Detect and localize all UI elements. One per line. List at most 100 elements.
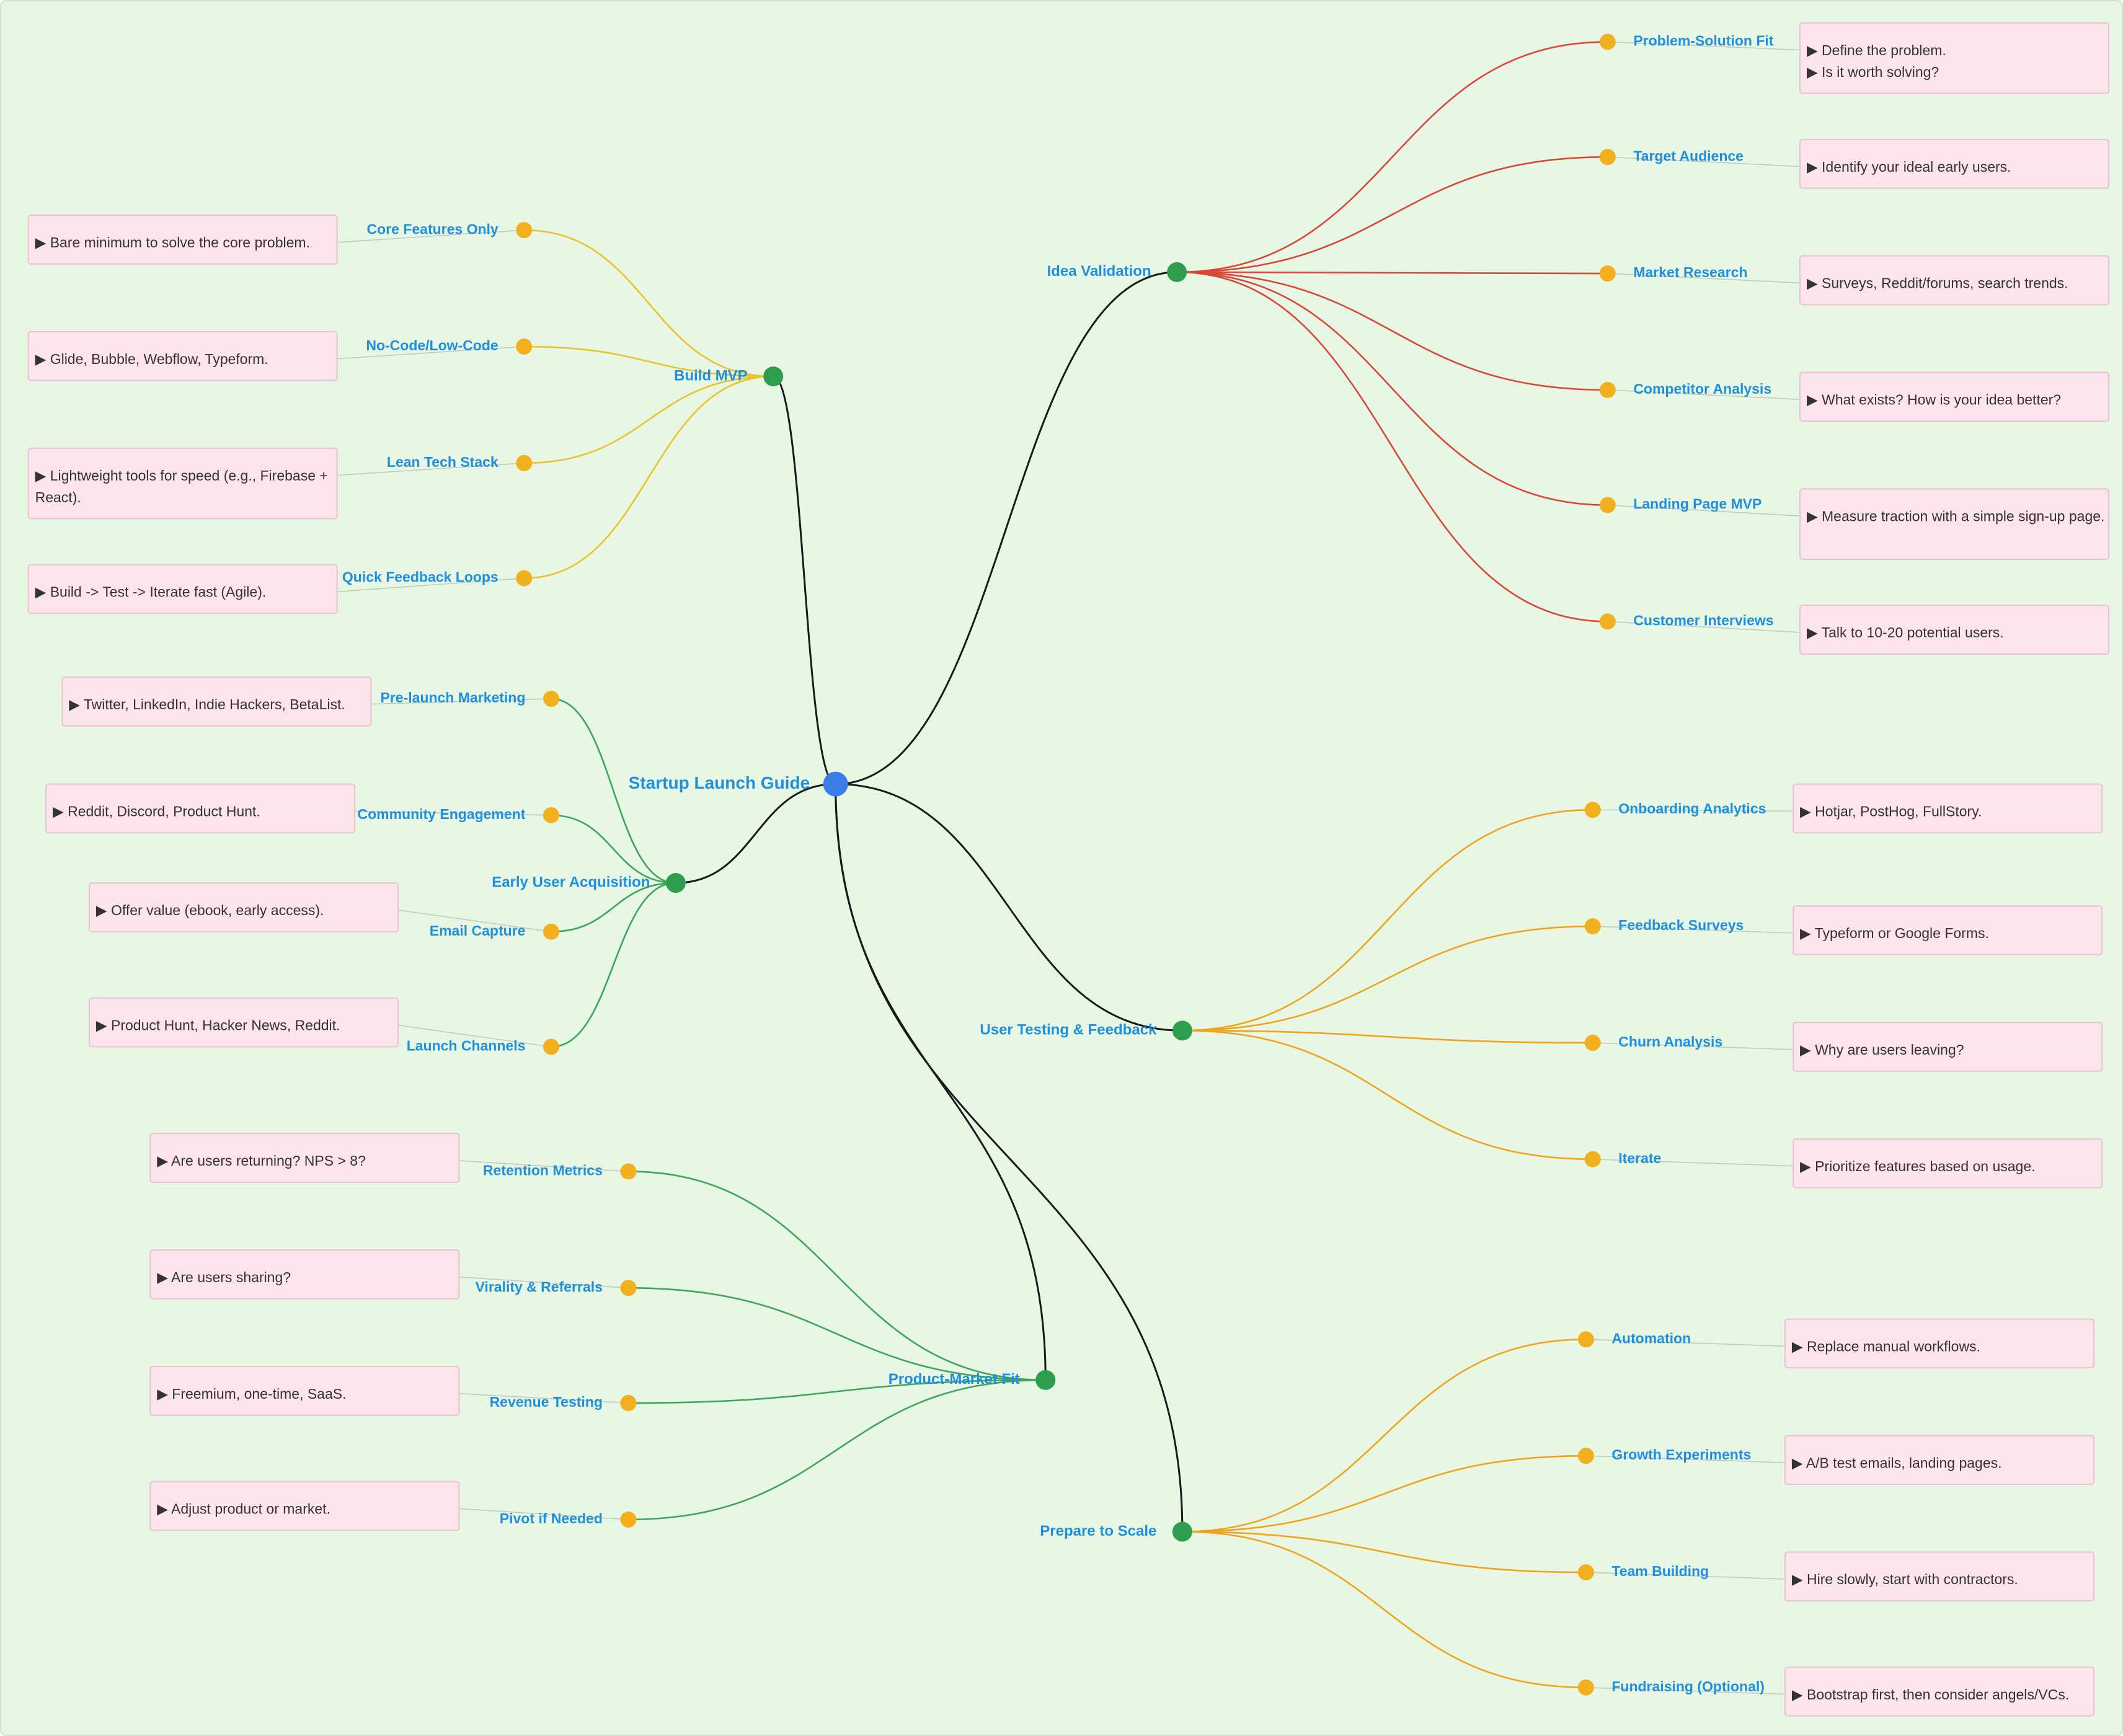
leaf-label-pre-launch-marketing[interactable]: Pre-launch Marketing xyxy=(381,689,526,706)
note-box-feedback-surveys xyxy=(1793,905,2103,955)
note-text-competitor-analysis: ▶ What exists? How is your idea better? xyxy=(1807,392,2061,408)
note-box-pre-launch-marketing xyxy=(61,676,372,727)
leaf-node-community-engagement[interactable] xyxy=(543,807,559,823)
branch-label-idea-validation[interactable]: Idea Validation xyxy=(1047,263,1151,280)
leaf-label-target-audience[interactable]: Target Audience xyxy=(1633,148,1744,164)
leaf-node-competitor-analysis[interactable] xyxy=(1599,381,1616,398)
note-box-revenue-testing xyxy=(149,1365,460,1416)
branch-node-build-mvp[interactable] xyxy=(763,366,784,387)
note-box-competitor-analysis xyxy=(1799,371,2110,422)
note-text-pre-launch-marketing: ▶ Twitter, LinkedIn, Indie Hackers, Beta… xyxy=(69,696,345,712)
leaf-label-email-capture[interactable]: Email Capture xyxy=(430,923,526,939)
note-text-fundraising-optional: ▶ Bootstrap first, then consider angels/… xyxy=(1792,1686,2069,1703)
note-box-fundraising-optional xyxy=(1784,1666,2095,1717)
note-text-feedback-surveys: ▶ Typeform or Google Forms. xyxy=(1800,925,1989,941)
branch-edge-competitor-analysis xyxy=(1177,271,1608,391)
leaf-node-growth-experiments[interactable] xyxy=(1577,1448,1594,1464)
leaf-label-quick-feedback-loops[interactable]: Quick Feedback Loops xyxy=(342,569,499,585)
branch-label-early-user-acquisition[interactable]: Early User Acquisition xyxy=(492,874,650,890)
leaf-label-automation[interactable]: Automation xyxy=(1611,1330,1691,1346)
leaf-label-problem-solution-fit[interactable]: Problem-Solution Fit xyxy=(1633,33,1773,49)
branch-edge-lean-tech-stack xyxy=(524,375,774,464)
leaf-node-landing-page-mvp[interactable] xyxy=(1599,497,1616,513)
leaf-label-onboarding-analytics[interactable]: Onboarding Analytics xyxy=(1618,800,1766,817)
note-box-quick-feedback-loops xyxy=(27,564,338,614)
leaf-node-quick-feedback-loops[interactable] xyxy=(516,570,533,587)
leaf-label-pivot-if-needed[interactable]: Pivot if Needed xyxy=(500,1510,603,1526)
branch-node-idea-validation[interactable] xyxy=(1167,262,1187,282)
note-text-growth-experiments: ▶ A/B test emails, landing pages. xyxy=(1792,1455,2002,1471)
branch-label-user-testing-feedback[interactable]: User Testing & Feedback xyxy=(980,1022,1157,1038)
leaf-node-team-building[interactable] xyxy=(1577,1564,1594,1581)
branch-label-product-market-fit[interactable]: Product-Market Fit xyxy=(889,1371,1020,1388)
leaf-label-fundraising-optional[interactable]: Fundraising (Optional) xyxy=(1611,1678,1765,1694)
leaf-node-virality-referrals[interactable] xyxy=(620,1280,637,1296)
leaf-label-market-research[interactable]: Market Research xyxy=(1633,264,1747,280)
leaf-node-churn-analysis[interactable] xyxy=(1584,1034,1601,1051)
leaf-label-launch-channels[interactable]: Launch Channels xyxy=(407,1038,526,1054)
leaf-label-competitor-analysis[interactable]: Competitor Analysis xyxy=(1633,381,1771,397)
leaf-node-feedback-surveys[interactable] xyxy=(1584,918,1601,935)
leaf-node-target-audience[interactable] xyxy=(1599,149,1616,166)
leader-line-lean-tech-stack xyxy=(337,463,525,476)
leaf-node-revenue-testing[interactable] xyxy=(620,1394,637,1411)
leaf-label-team-building[interactable]: Team Building xyxy=(1611,1563,1709,1579)
leader-line-launch-channels xyxy=(397,1024,552,1048)
branch-node-early-user-acquisition[interactable] xyxy=(665,873,686,893)
leaf-label-core-features-only[interactable]: Core Features Only xyxy=(367,221,499,237)
note-text-pivot-if-needed: ▶ Adjust product or market. xyxy=(157,1501,330,1517)
leaf-label-revenue-testing[interactable]: Revenue Testing xyxy=(490,1394,603,1410)
leader-line-core-features-only xyxy=(337,229,525,243)
leaf-node-pre-launch-marketing[interactable] xyxy=(543,691,559,707)
note-box-pivot-if-needed xyxy=(149,1481,460,1531)
leader-line-feedback-surveys xyxy=(1592,926,1794,934)
leaf-label-lean-tech-stack[interactable]: Lean Tech Stack xyxy=(387,454,499,470)
branch-label-build-mvp[interactable]: Build MVP xyxy=(674,367,748,384)
leader-line-problem-solution-fit xyxy=(1607,41,1801,51)
note-box-problem-solution-fit xyxy=(1799,22,2110,94)
leaf-node-automation[interactable] xyxy=(1577,1331,1594,1348)
leader-line-onboarding-analytics xyxy=(1592,809,1794,812)
leaf-node-email-capture[interactable] xyxy=(543,923,559,940)
leader-line-no-code-low-code xyxy=(337,346,525,360)
leaf-label-growth-experiments[interactable]: Growth Experiments xyxy=(1611,1446,1751,1463)
root-label[interactable]: Startup Launch Guide xyxy=(629,773,810,792)
leader-line-market-research xyxy=(1607,273,1801,284)
branch-edge-fundraising-optional xyxy=(1182,1531,1586,1688)
leaf-node-core-features-only[interactable] xyxy=(516,222,533,239)
leader-line-pre-launch-marketing xyxy=(371,698,551,705)
leaf-label-iterate[interactable]: Iterate xyxy=(1618,1150,1661,1166)
branch-edge-team-building xyxy=(1182,1531,1586,1574)
leader-line-competitor-analysis xyxy=(1607,389,1801,400)
leaf-node-pivot-if-needed[interactable] xyxy=(620,1511,637,1528)
leaf-node-problem-solution-fit[interactable] xyxy=(1599,33,1616,50)
leaf-label-virality-referrals[interactable]: Virality & Referrals xyxy=(476,1278,603,1295)
branch-node-prepare-to-scale[interactable] xyxy=(1172,1521,1192,1542)
leaf-label-community-engagement[interactable]: Community Engagement xyxy=(357,806,525,822)
leaf-node-no-code-low-code[interactable] xyxy=(516,339,533,355)
branch-node-user-testing-feedback[interactable] xyxy=(1172,1021,1192,1041)
leader-line-community-engagement xyxy=(355,810,551,816)
branch-edge-target-audience xyxy=(1177,156,1608,273)
branch-edge-market-research xyxy=(1177,271,1608,275)
root-node[interactable] xyxy=(823,771,848,797)
leaf-node-launch-channels[interactable] xyxy=(543,1038,559,1055)
leaf-node-onboarding-analytics[interactable] xyxy=(1584,802,1601,818)
branch-node-product-market-fit[interactable] xyxy=(1035,1370,1056,1390)
leaf-node-lean-tech-stack[interactable] xyxy=(516,454,533,471)
leaf-label-retention-metrics[interactable]: Retention Metrics xyxy=(483,1162,603,1178)
leaf-label-feedback-surveys[interactable]: Feedback Surveys xyxy=(1618,917,1744,933)
leaf-node-iterate[interactable] xyxy=(1584,1151,1601,1167)
leaf-node-customer-interviews[interactable] xyxy=(1599,613,1616,630)
leaf-node-retention-metrics[interactable] xyxy=(620,1163,637,1180)
leaf-node-market-research[interactable] xyxy=(1599,265,1616,282)
branch-label-prepare-to-scale[interactable]: Prepare to Scale xyxy=(1040,1523,1156,1539)
note-text-virality-referrals: ▶ Are users sharing? xyxy=(157,1269,291,1285)
leaf-node-fundraising-optional[interactable] xyxy=(1577,1679,1594,1696)
leaf-label-customer-interviews[interactable]: Customer Interviews xyxy=(1633,613,1773,629)
leaf-label-landing-page-mvp[interactable]: Landing Page MVP xyxy=(1633,496,1762,512)
root-edge-early-user-acquisition xyxy=(675,783,836,884)
leaf-label-churn-analysis[interactable]: Churn Analysis xyxy=(1618,1034,1722,1050)
leaf-label-no-code-low-code[interactable]: No-Code/Low-Code xyxy=(366,337,498,353)
